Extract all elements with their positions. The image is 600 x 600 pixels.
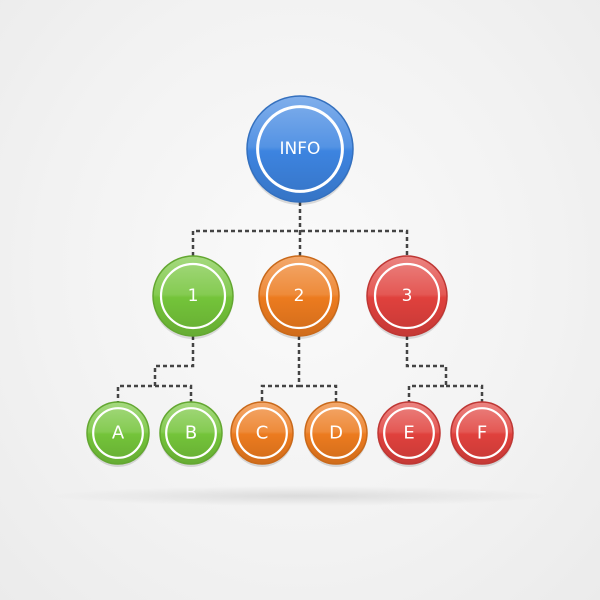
node-c-disc [230, 401, 294, 465]
node-1-disc [152, 255, 234, 337]
node-d: D [304, 401, 368, 467]
nodes: INFO 1 2 3A B C D E F [86, 95, 514, 467]
node-f-disc [450, 401, 514, 465]
node-c: C [230, 401, 294, 467]
node-d-disc [304, 401, 368, 465]
node-2-ring [265, 262, 333, 330]
node-1-label: 1 [188, 286, 199, 306]
node-d-label: D [329, 423, 343, 444]
node-e-ring [383, 407, 435, 459]
node-b-label: B [185, 423, 197, 444]
connectors [116, 202, 484, 403]
node-3: 3 [366, 255, 448, 339]
node-f-label: F [477, 423, 487, 444]
node-info-ring [256, 105, 344, 193]
connector-1-children [116, 336, 195, 403]
node-2-label: 2 [294, 286, 305, 306]
connector-2-children [260, 336, 338, 403]
node-c-label: C [256, 423, 269, 444]
node-a-ring [92, 407, 144, 459]
node-d-ring [310, 407, 362, 459]
node-f: F [450, 401, 514, 467]
node-a-disc [86, 401, 150, 465]
node-e: E [377, 401, 441, 467]
connector-3-children [405, 336, 484, 403]
node-e-label: E [403, 423, 414, 444]
node-info: INFO [246, 95, 354, 205]
node-2: 2 [258, 255, 340, 339]
node-c-ring [236, 407, 288, 459]
node-f-ring [456, 407, 508, 459]
node-b-disc [159, 401, 223, 465]
node-a-label: A [112, 423, 125, 444]
node-1: 1 [152, 255, 234, 339]
node-3-label: 3 [402, 286, 413, 306]
node-info-label: INFO [280, 139, 321, 159]
node-2-disc [258, 255, 340, 337]
floor-shadow [50, 486, 550, 506]
node-a: A [86, 401, 150, 467]
node-info-disc [246, 95, 354, 203]
node-3-ring [373, 262, 441, 330]
node-3-disc [366, 255, 448, 337]
node-b-ring [165, 407, 217, 459]
node-b: B [159, 401, 223, 467]
node-1-ring [159, 262, 227, 330]
node-e-disc [377, 401, 441, 465]
